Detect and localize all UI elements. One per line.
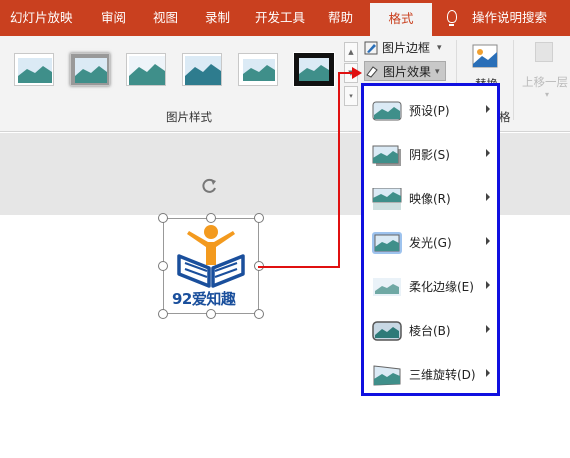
picture-style-thumb[interactable] bbox=[126, 53, 166, 86]
3d-rotation-icon bbox=[373, 365, 401, 386]
picture-style-thumb-selected[interactable] bbox=[293, 52, 335, 87]
picture-style-thumb[interactable] bbox=[182, 53, 222, 86]
resize-handle[interactable] bbox=[206, 309, 216, 319]
resize-handle[interactable] bbox=[254, 309, 264, 319]
picture-style-thumb[interactable] bbox=[238, 53, 278, 86]
dropdown-caret-icon: ▾ bbox=[435, 67, 440, 77]
picture-effects-menu: 预设(P) 阴影(S) 映像(R) 发光(G) 柔化边缘(E) 棱台(B) bbox=[361, 83, 500, 396]
tab-slideshow[interactable]: 幻灯片放映 bbox=[10, 10, 73, 25]
menu-item-3d-rotation[interactable]: 三维旋转(D) bbox=[364, 353, 497, 397]
tab-review[interactable]: 审阅 bbox=[101, 10, 127, 25]
menu-item-shadow[interactable]: 阴影(S) bbox=[364, 133, 497, 177]
replace-picture-icon bbox=[472, 44, 498, 68]
bring-forward-button[interactable]: 上移一层 bbox=[522, 75, 568, 89]
rotate-handle-icon[interactable] bbox=[199, 176, 219, 196]
menu-item-label: 棱台(B) bbox=[409, 324, 451, 338]
menu-item-label: 三维旋转(D) bbox=[409, 368, 476, 382]
submenu-arrow-icon bbox=[486, 149, 490, 157]
resize-handle[interactable] bbox=[254, 213, 264, 223]
menu-item-label: 柔化边缘(E) bbox=[409, 280, 474, 294]
picture-icon bbox=[71, 54, 109, 85]
menu-item-reflection[interactable]: 映像(R) bbox=[364, 177, 497, 221]
menu-item-label: 预设(P) bbox=[409, 104, 450, 118]
picture-styles-group-label: 图片样式 bbox=[166, 110, 212, 124]
logo-text: 92爱知趣 bbox=[172, 290, 236, 308]
reflection-icon bbox=[372, 188, 402, 210]
menu-item-label: 发光(G) bbox=[409, 236, 452, 250]
ribbon-separator bbox=[456, 40, 457, 120]
soft-edges-icon bbox=[373, 278, 401, 296]
menu-item-soft-edges[interactable]: 柔化边缘(E) bbox=[364, 265, 497, 309]
replace-picture-button[interactable] bbox=[470, 42, 500, 72]
dropdown-caret-icon: ▾ bbox=[545, 90, 550, 99]
picture-icon bbox=[296, 55, 332, 84]
resize-handle[interactable] bbox=[206, 213, 216, 223]
tab-record[interactable]: 录制 bbox=[205, 10, 231, 25]
ribbon-separator bbox=[513, 40, 514, 120]
dropdown-caret-icon: ▾ bbox=[437, 43, 442, 53]
tell-me-search[interactable]: 操作说明搜索 bbox=[472, 10, 548, 25]
shadow-icon bbox=[372, 145, 401, 166]
effects-icon bbox=[366, 66, 378, 78]
menu-item-label: 映像(R) bbox=[409, 192, 451, 206]
submenu-arrow-icon bbox=[486, 237, 490, 245]
menu-item-label: 阴影(S) bbox=[409, 148, 450, 162]
logo-image[interactable] bbox=[165, 220, 257, 312]
glow-icon bbox=[372, 232, 402, 254]
preset-icon bbox=[372, 101, 402, 121]
gallery-up-button[interactable]: ▲ bbox=[344, 42, 358, 62]
picture-border-label: 图片边框 bbox=[382, 41, 431, 55]
tab-view[interactable]: 视图 bbox=[153, 10, 179, 25]
tab-format[interactable]: 格式 bbox=[370, 3, 432, 36]
bring-forward-icon bbox=[535, 42, 553, 62]
picture-icon bbox=[183, 54, 221, 85]
gallery-more-button[interactable]: ▾ bbox=[344, 86, 358, 106]
resize-handle[interactable] bbox=[158, 213, 168, 223]
resize-handle[interactable] bbox=[158, 309, 168, 319]
submenu-arrow-icon bbox=[486, 325, 490, 333]
annotation-pointer-line bbox=[338, 72, 354, 74]
submenu-arrow-icon bbox=[486, 193, 490, 201]
picture-effects-label: 图片效果 bbox=[383, 65, 432, 79]
submenu-arrow-icon bbox=[486, 281, 490, 289]
resize-handle[interactable] bbox=[158, 261, 168, 271]
menu-item-glow[interactable]: 发光(G) bbox=[364, 221, 497, 265]
tab-developer[interactable]: 开发工具 bbox=[255, 10, 306, 25]
picture-effects-button[interactable]: 图片效果 ▾ bbox=[364, 61, 446, 81]
picture-icon bbox=[15, 54, 53, 85]
picture-style-thumb[interactable] bbox=[14, 53, 54, 86]
annotation-arrow-icon bbox=[352, 67, 362, 79]
picture-icon bbox=[239, 54, 277, 85]
tab-help[interactable]: 帮助 bbox=[328, 10, 354, 25]
picture-border-button[interactable]: 图片边框 ▾ bbox=[364, 38, 450, 58]
pencil-border-icon bbox=[364, 41, 378, 55]
bevel-icon bbox=[372, 321, 402, 341]
annotation-pointer-line bbox=[338, 72, 340, 268]
menu-item-bevel[interactable]: 棱台(B) bbox=[364, 309, 497, 353]
menu-item-preset[interactable]: 预设(P) bbox=[364, 89, 497, 133]
ribbon-tab-bar: 幻灯片放映 审阅 视图 录制 开发工具 帮助 格式 操作说明搜索 bbox=[0, 0, 570, 36]
submenu-arrow-icon bbox=[486, 105, 490, 113]
picture-style-thumb[interactable] bbox=[70, 53, 110, 86]
picture-icon bbox=[127, 54, 165, 85]
group-label-tail: 格 bbox=[499, 110, 511, 124]
annotation-pointer-line bbox=[258, 266, 340, 268]
lightbulb-icon bbox=[447, 10, 457, 26]
submenu-arrow-icon bbox=[486, 369, 490, 377]
